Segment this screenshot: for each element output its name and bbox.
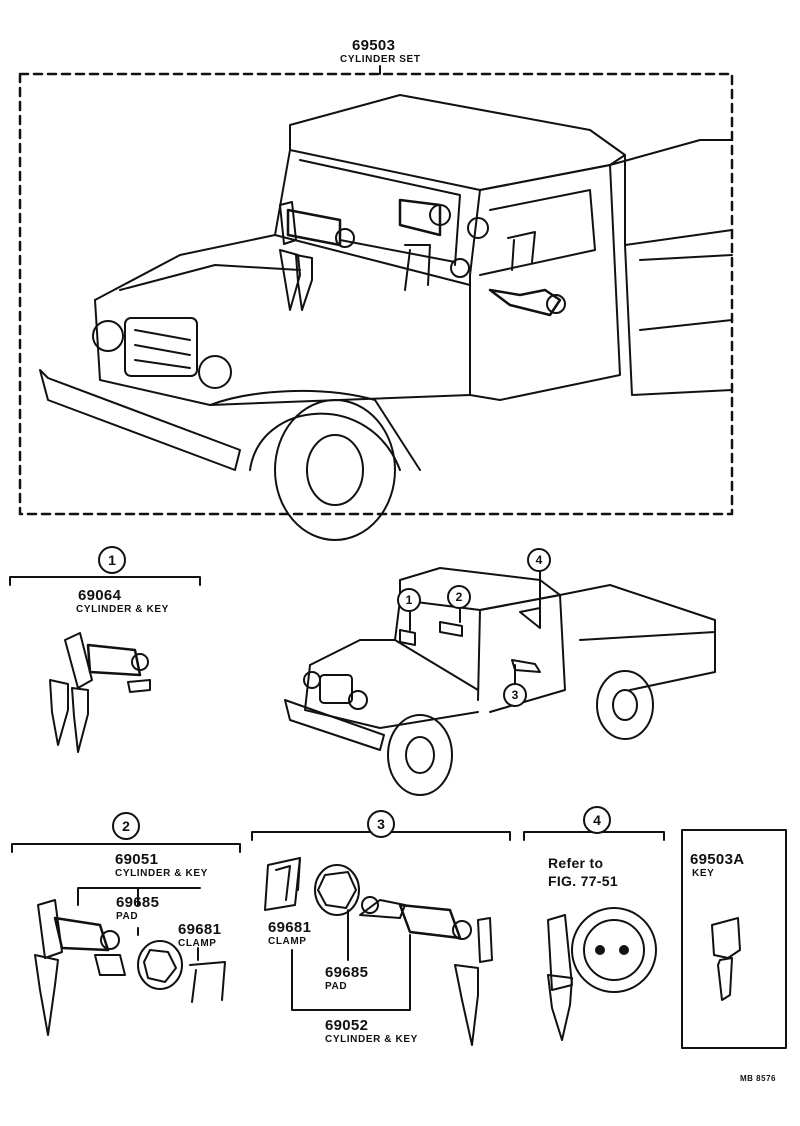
part-69681b-name: CLAMP — [268, 936, 307, 947]
cylinder-set-frame — [18, 72, 734, 516]
part-69685-number: 69685 — [116, 894, 160, 911]
part-69051-name: CYLINDER & KEY — [115, 868, 208, 879]
part-69051-number: 69051 — [115, 851, 159, 868]
truck-marker-4: 4 — [527, 548, 551, 572]
refer-fig-art — [547, 907, 657, 1041]
part-69681-number: 69681 — [178, 921, 222, 938]
refer-line2: FIG. 77-51 — [548, 873, 618, 889]
cylinder-key-69064-art — [49, 632, 151, 753]
section3-leaders — [291, 909, 411, 1011]
figure-code: MB 8576 — [740, 1074, 776, 1083]
cylinder-key-69052-art — [264, 857, 493, 1046]
top-part-number: 69503 — [352, 37, 396, 54]
part-69064-name: CYLINDER & KEY — [76, 604, 169, 615]
section1-marker: 1 — [98, 546, 126, 574]
part-69052-number: 69052 — [325, 1017, 369, 1034]
part-69681-name: CLAMP — [178, 938, 217, 949]
part-69064-number: 69064 — [78, 587, 122, 604]
part-69685-name: PAD — [116, 911, 139, 922]
section4-marker: 4 — [583, 806, 611, 834]
section2-bracket — [11, 843, 241, 853]
section2-leaders — [77, 887, 201, 961]
part-69681b-number: 69681 — [268, 919, 312, 936]
top-part-name: CYLINDER SET — [340, 54, 421, 65]
part-69685b-name: PAD — [325, 981, 348, 992]
part-69503a-number: 69503A — [690, 851, 745, 868]
section1-bracket — [9, 576, 201, 586]
key-box — [681, 829, 787, 1049]
part-69503a-name: KEY — [692, 868, 715, 879]
truck-marker-1: 1 — [397, 588, 421, 612]
section2-marker: 2 — [112, 812, 140, 840]
key-69503a-art — [711, 917, 741, 1001]
cylinder-key-69051-art — [34, 899, 226, 1036]
part-69052-name: CYLINDER & KEY — [325, 1034, 418, 1045]
truck-marker-3: 3 — [503, 683, 527, 707]
truck-illustration-small — [284, 567, 716, 796]
refer-line1: Refer to — [548, 855, 604, 871]
truck-illustration-large — [39, 94, 733, 541]
section3-marker: 3 — [367, 810, 395, 838]
truck-marker-2: 2 — [447, 585, 471, 609]
part-69685b-number: 69685 — [325, 964, 369, 981]
